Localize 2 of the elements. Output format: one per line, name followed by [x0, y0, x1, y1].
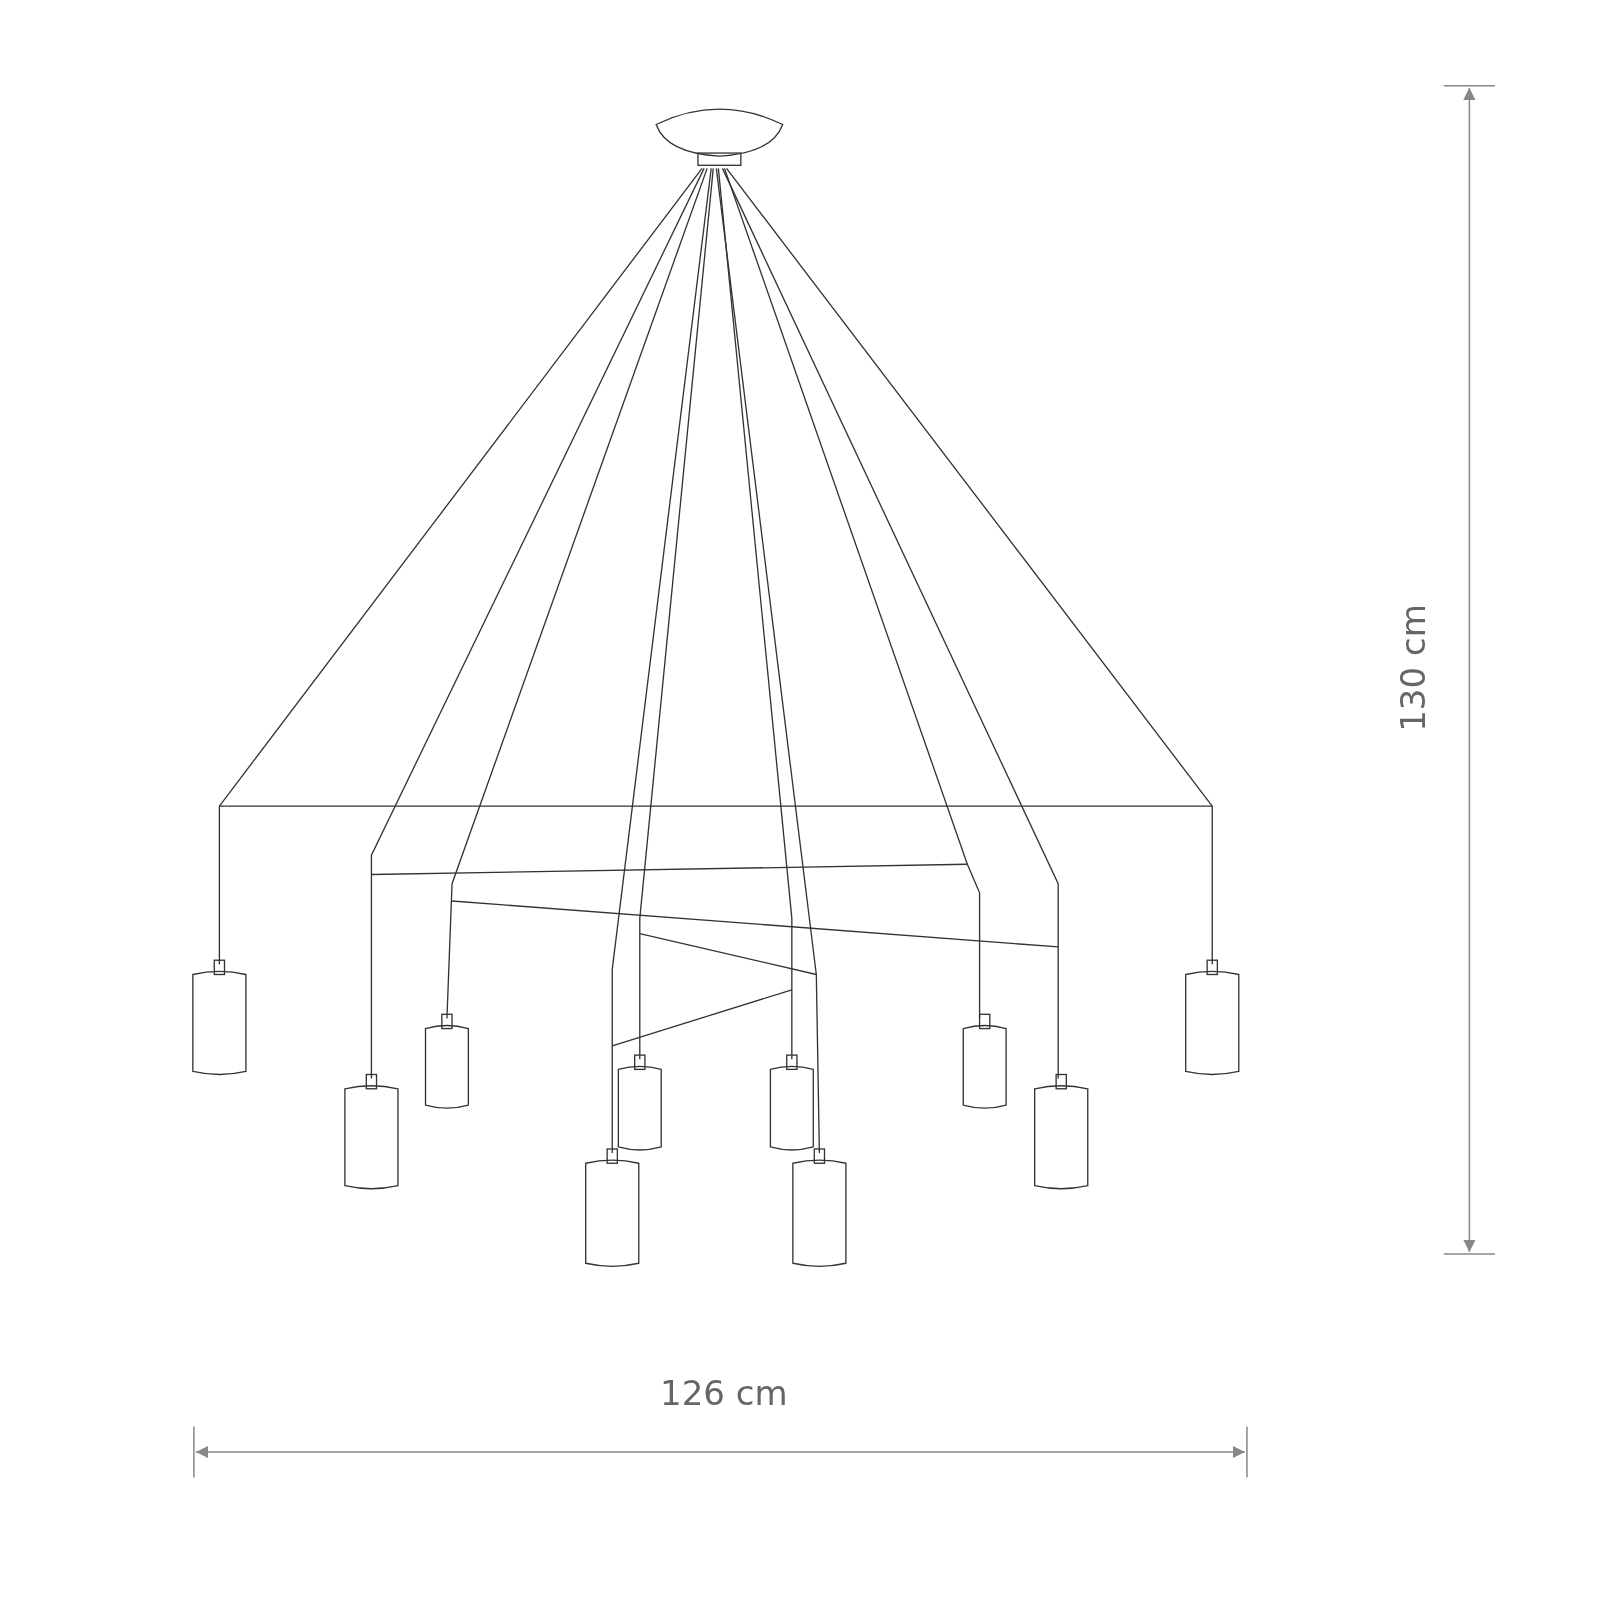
dimension-label: 130 cm [1395, 604, 1430, 732]
dimension-label: 126 cm [660, 1376, 788, 1410]
